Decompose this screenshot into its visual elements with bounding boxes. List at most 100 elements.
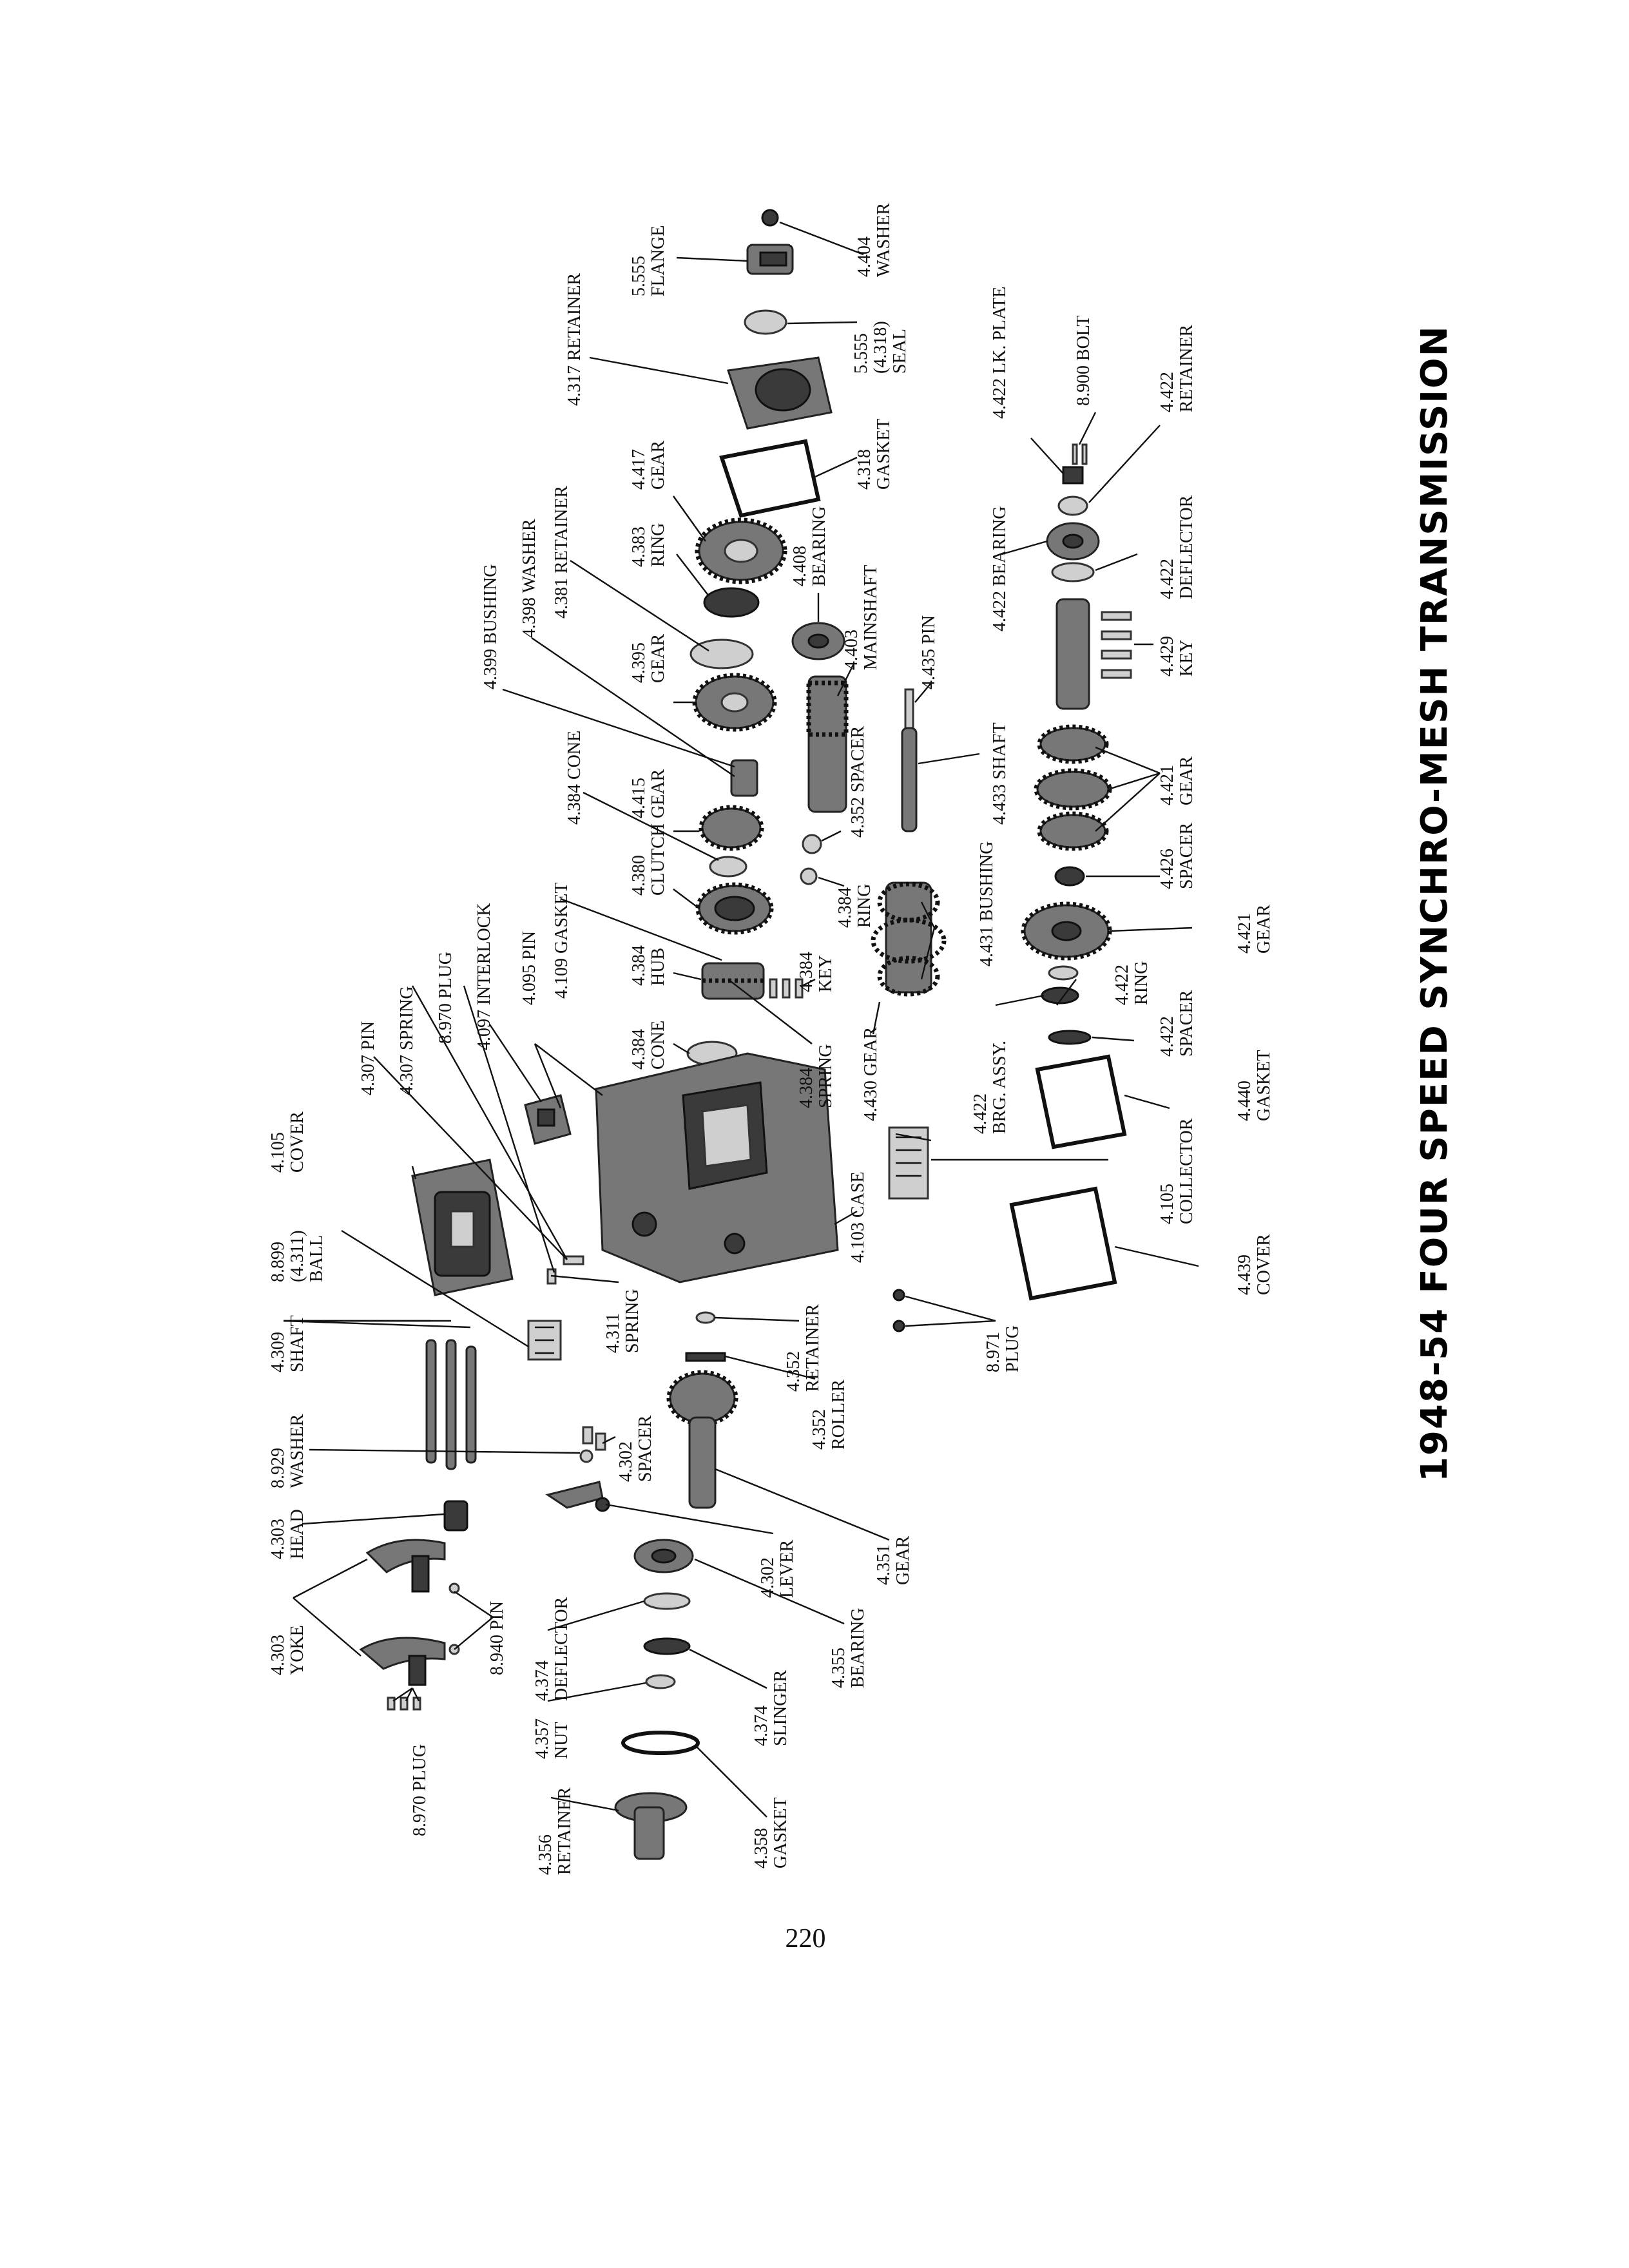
spring-4307-part (563, 1255, 584, 1265)
interlock-part (524, 1094, 572, 1145)
key-4429-part (1101, 611, 1132, 679)
lock-plate-part (1062, 466, 1084, 485)
callout-shaft-4309: 4.309SHAFT (268, 1315, 307, 1372)
callout-pin-8940: 8.940 PIN (487, 1601, 507, 1675)
spacer-4352-part (802, 834, 822, 854)
callout-retainer-4356: 4.356RETAINER (535, 1787, 575, 1875)
callout-seal: 5.555(4.318)SEAL (851, 321, 910, 374)
retainer-4317-part (727, 356, 833, 430)
callout-lk-plate: 4.422 LK. PLATE (990, 287, 1010, 419)
gear-4421-lower-part (1021, 901, 1112, 961)
callout-gear-4415: 4.415GEAR (629, 769, 668, 818)
callout-cover-4105: 4.105COVER (268, 1111, 307, 1173)
callout-labels: 4.404WASHER 5.555FLANGE 5.555(4.318)SEAL… (268, 203, 1274, 1875)
plug-8971-a-part (892, 1289, 905, 1302)
shaft-4433-part (901, 727, 918, 832)
callout-bushing-4399: 4.399 BUSHING (481, 564, 501, 689)
callout-gear-4421-lower: 4.421GEAR (1235, 904, 1274, 954)
callout-spacer-4422: 4.422SPACER (1157, 990, 1197, 1057)
callout-washer-4398: 4.398 WASHER (519, 519, 539, 638)
callout-flange: 5.555FLANGE (629, 226, 668, 296)
callout-gasket-4318: 4.318GASKET (854, 419, 894, 490)
plug-8971-b-part (892, 1320, 905, 1332)
callout-mainshaft: 4.403MAINSHAFT (842, 565, 881, 670)
callout-bushing-4431: 4.431 BUSHING (977, 841, 997, 966)
callout-gear-4395: 4.395GEAR (629, 633, 668, 683)
callout-gear-4351: 4.351GEAR (874, 1535, 913, 1585)
callout-interlock: 4.097 INTERLOCK (474, 903, 494, 1050)
callout-bearing-4408: 4.408BEARING (790, 506, 829, 586)
callout-brg-assy: 4.422BRG. ASSY. (970, 1041, 1010, 1134)
callout-cone-4384-lower: 4.384CONE (629, 1021, 668, 1070)
rear-bearing-part (1046, 522, 1100, 561)
callout-retainer-4381: 4.381 RETAINER (552, 485, 572, 619)
callout-shaft-4433: 4.433 SHAFT (990, 722, 1010, 825)
callout-plug-8970-bottom: 8.970 PLUG (410, 1744, 430, 1836)
callout-retainer-4352: 4.352RETAINER (784, 1303, 823, 1392)
countershaft-part (1055, 598, 1090, 710)
cluster-gear-part (871, 881, 947, 997)
callout-washer-8929: 8.929WASHER (268, 1414, 307, 1488)
callout-deflector-4374: 4.374DEFLECTOR (532, 1597, 572, 1701)
yoke-lower-part (359, 1637, 446, 1686)
washer-8929-part (579, 1449, 593, 1463)
callout-ball: 8.899(4.311)BALL (268, 1230, 327, 1282)
mainshaft-part (806, 675, 849, 813)
callout-cover-4439: 4.439COVER (1235, 1234, 1274, 1295)
yoke-upper-part (365, 1539, 446, 1593)
bushing-4399-part (730, 759, 758, 797)
callout-key-4384: 4.384KEY (796, 952, 836, 992)
head-part (443, 1500, 468, 1532)
callout-bearing-4422: 4.422 BEARING (990, 506, 1010, 631)
callout-spacer-4352: 4.352 SPACER (848, 726, 868, 838)
retainer-4422-part (1057, 495, 1088, 516)
spacer-4426-part (1054, 866, 1085, 887)
spacer-4422-part (1048, 1030, 1092, 1045)
callout-head: 4.303HEAD (268, 1509, 307, 1559)
callout-spacer-4302: 4.302SPACER (616, 1415, 655, 1482)
part-drawings (359, 209, 1132, 1860)
callout-gasket-4358: 4.358GASKET (751, 1798, 791, 1869)
gear-4421-upper-part (1034, 724, 1112, 851)
retainer-4352-part (695, 1311, 716, 1324)
callout-ring-4384: 4.384RING (835, 884, 874, 928)
cover-4105-part (411, 1158, 514, 1296)
spacer-4302b-part (595, 1432, 606, 1451)
ring-4383-part (703, 587, 760, 618)
roller-part (685, 1352, 726, 1362)
shift-rails-part (425, 1339, 477, 1470)
gear-4415-part (699, 805, 764, 851)
flange-part (746, 244, 794, 275)
callout-ring-4383: 4.383RING (629, 523, 668, 567)
callout-gear-4421-upper: 4.421GEAR (1157, 756, 1197, 805)
slinger-part (643, 1637, 691, 1655)
callout-pin-4307: 4.307 PIN (358, 1021, 378, 1095)
pin-8940-a-part (448, 1582, 460, 1594)
callout-deflector-4422: 4.422DEFLECTOR (1157, 495, 1197, 599)
gear-4417-part (695, 517, 787, 584)
spacer-4302-part (582, 1426, 593, 1445)
front-bearing-part (633, 1539, 694, 1573)
callout-retainer-4422: 4.422RETAINER (1157, 324, 1197, 412)
lever-part (545, 1481, 610, 1512)
callout-ring-4422: 4.422RING (1112, 961, 1152, 1005)
page-number: 220 (785, 1924, 826, 1954)
callout-case: 4.103 CASE (848, 1171, 868, 1263)
ring-4384-part (800, 867, 818, 885)
washer-4404-part (761, 209, 779, 227)
ball-spring-part (527, 1320, 562, 1361)
callout-lever: 4.302LEVER (758, 1539, 797, 1598)
diagram-title: 1948-54 FOUR SPEED SYNCHRO-MESH TRANSMIS… (1414, 325, 1456, 1482)
gasket-4318-part (719, 439, 821, 518)
callout-cone-4384: 4.384 CONE (564, 731, 584, 825)
hub-part (701, 962, 765, 1000)
callout-washer-4404: 4.404WASHER (854, 203, 894, 277)
callout-spacer-4426: 4.426SPACER (1157, 822, 1197, 889)
callout-yoke: 4.303YOKE (268, 1625, 307, 1675)
retainer-4381-part (689, 639, 754, 669)
callout-gear-4430: 4.430 GEAR (861, 1026, 881, 1121)
callout-retainer-4317: 4.317 RETAINER (564, 273, 584, 406)
callout-plug-8970: 8.970 PLUG (436, 952, 456, 1044)
deflector-4374-part (643, 1592, 691, 1610)
